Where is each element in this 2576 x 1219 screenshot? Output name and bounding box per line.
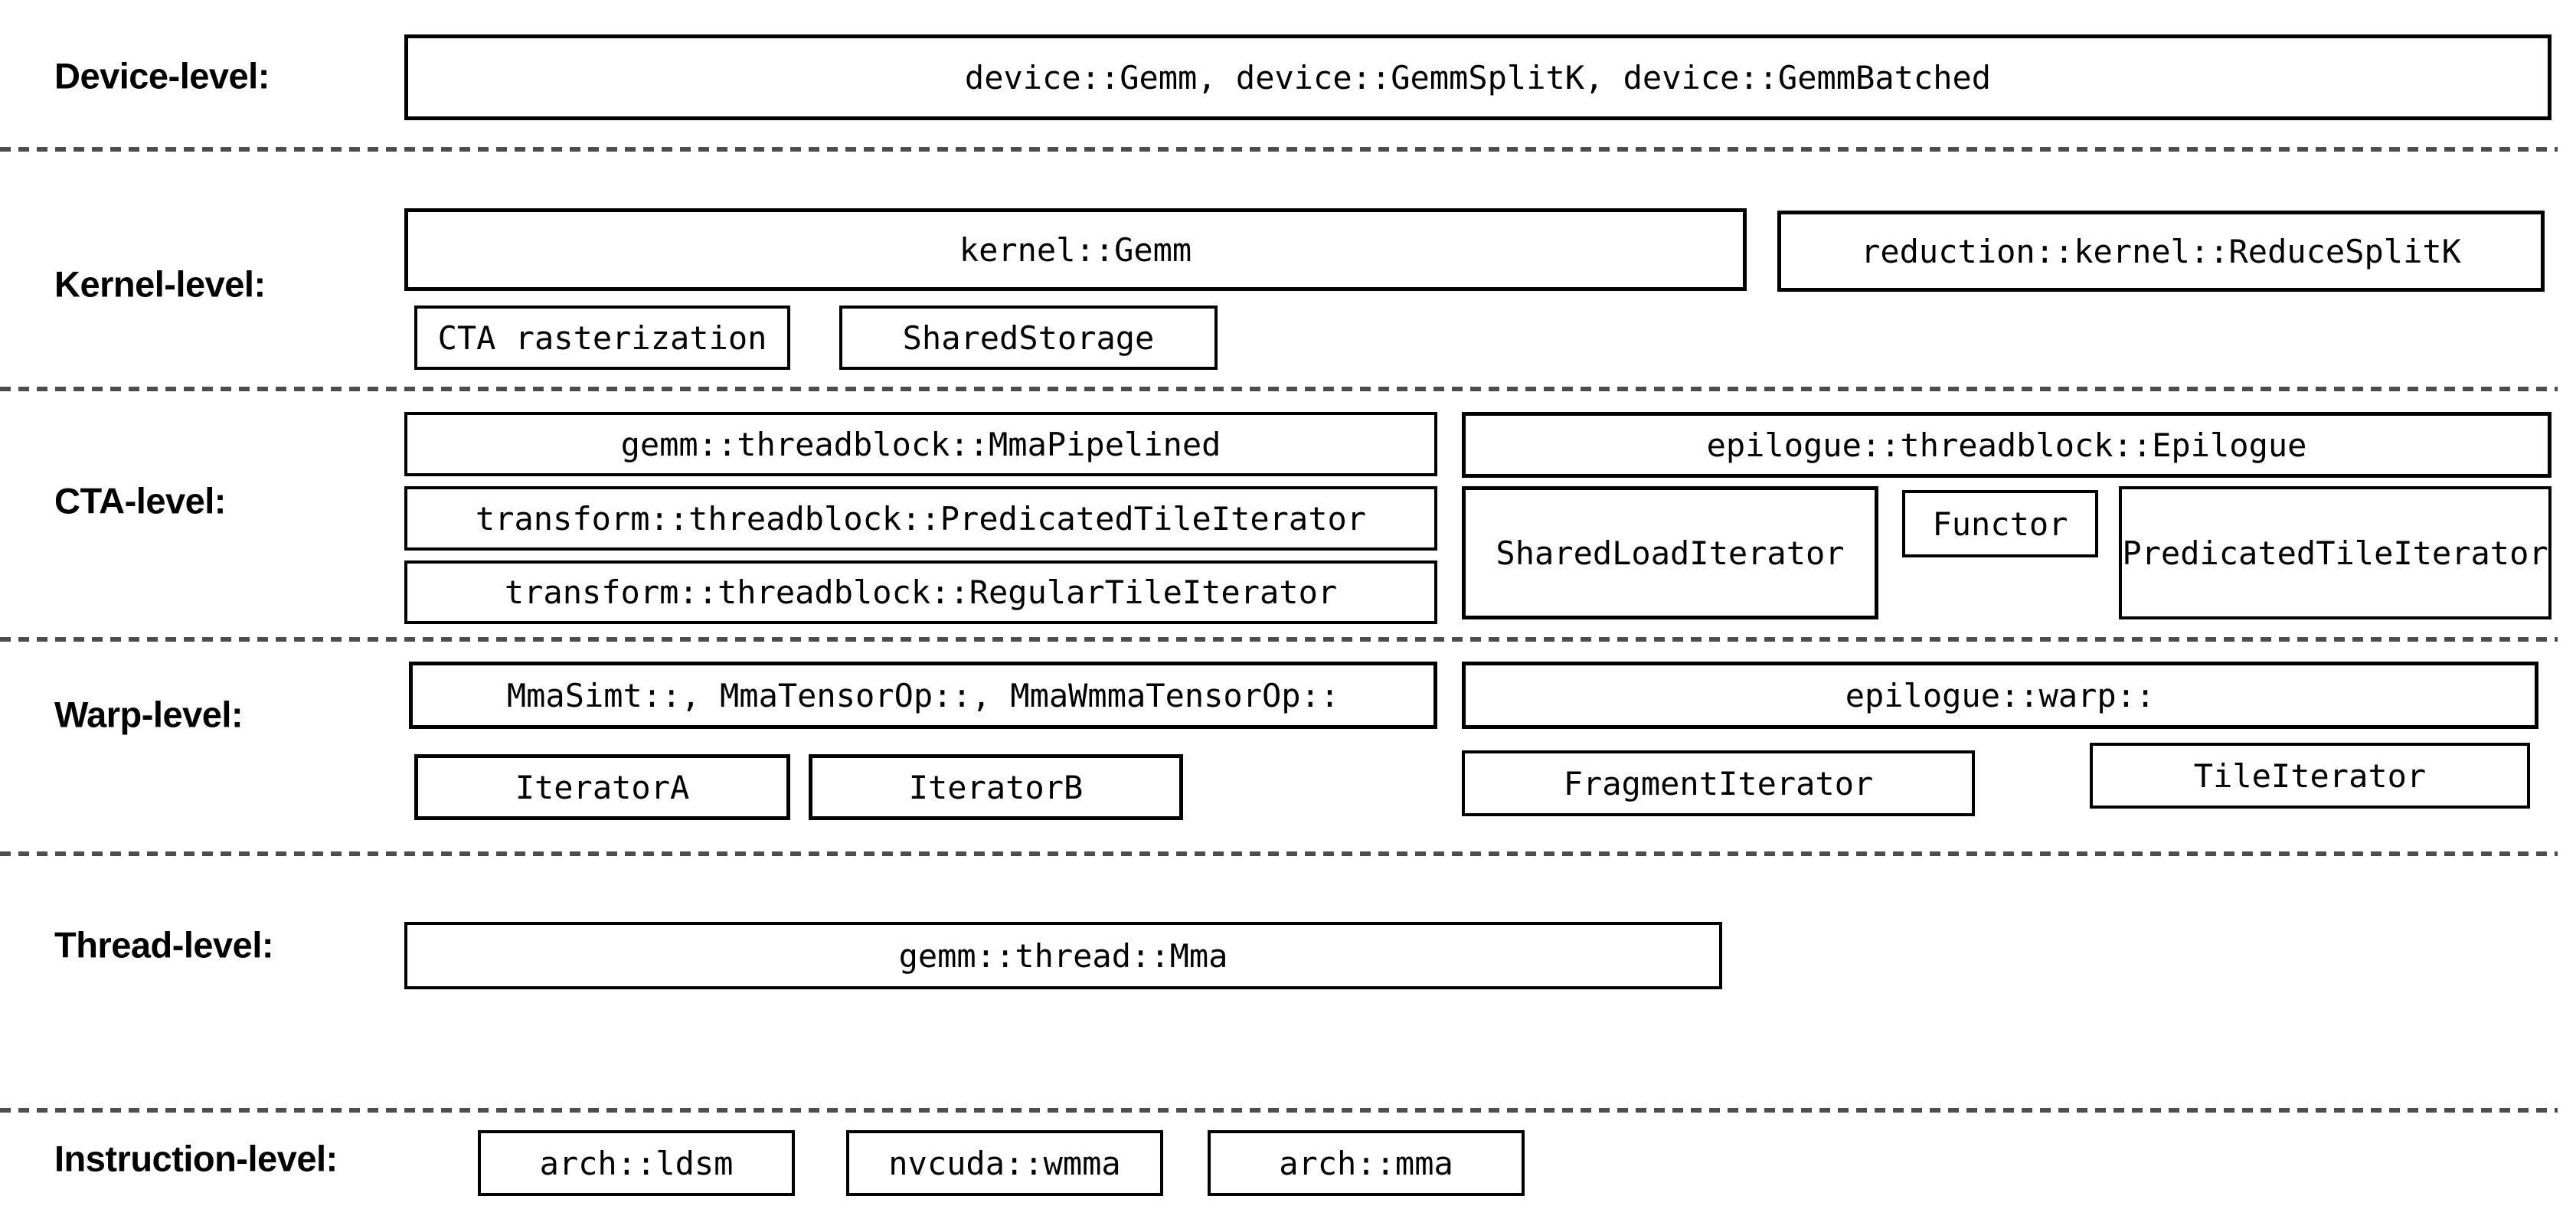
row-separator-warp-thread — [0, 851, 2558, 856]
row-label-kernel-level: Kernel-level: — [54, 263, 266, 305]
box-transform-threadblock-predicatedtileiterator: transform::threadblock::PredicatedTileIt… — [404, 486, 1437, 551]
box-iterator-b: IteratorB — [809, 754, 1183, 820]
box-epilogue-threadblock-epilogue: epilogue::threadblock::Epilogue — [1462, 412, 2551, 478]
row-label-instruction-level: Instruction-level: — [54, 1138, 338, 1179]
box-tile-iterator: TileIterator — [2090, 743, 2530, 809]
box-epilogue-predicatedtileiterator: PredicatedTileIterator — [2119, 486, 2551, 619]
box-epilogue-warp: epilogue::warp:: — [1462, 662, 2538, 729]
box-gemm-threadblock-mmapipelined: gemm::threadblock::MmaPipelined — [404, 412, 1437, 476]
box-functor: Functor — [1902, 490, 2098, 557]
row-separator-device-kernel — [0, 147, 2558, 152]
row-separator-thread-instruction — [0, 1108, 2558, 1113]
box-shared-load-iterator: SharedLoadIterator — [1462, 486, 1878, 619]
box-arch-ldsm: arch::ldsm — [478, 1130, 795, 1196]
row-label-warp-level: Warp-level: — [54, 694, 244, 735]
box-nvcuda-wmma: nvcuda::wmma — [846, 1130, 1163, 1196]
box-iterator-a: IteratorA — [414, 754, 790, 820]
box-cta-rasterization: CTA rasterization — [414, 306, 790, 370]
row-separator-kernel-cta — [0, 387, 2558, 391]
box-reduction-kernel-reducesplitk: reduction::kernel::ReduceSplitK — [1777, 211, 2545, 292]
row-label-cta-level: CTA-level: — [54, 480, 226, 521]
box-warp-mma-variants: MmaSimt::, MmaTensorOp::, MmaWmmaTensorO… — [409, 662, 1437, 729]
box-arch-mma: arch::mma — [1208, 1130, 1525, 1196]
box-gemm-thread-mma: gemm::thread::Mma — [404, 922, 1722, 989]
row-separator-cta-warp — [0, 637, 2558, 642]
row-label-thread-level: Thread-level: — [54, 924, 274, 966]
box-shared-storage: SharedStorage — [839, 306, 1218, 370]
box-fragment-iterator: FragmentIterator — [1462, 750, 1975, 816]
row-label-device-level: Device-level: — [54, 55, 270, 96]
box-transform-threadblock-regulartileiterator: transform::threadblock::RegularTileItera… — [404, 560, 1437, 624]
box-device-gemm: device::Gemm, device::GemmSplitK, device… — [404, 34, 2551, 120]
box-kernel-gemm: kernel::Gemm — [404, 208, 1747, 291]
